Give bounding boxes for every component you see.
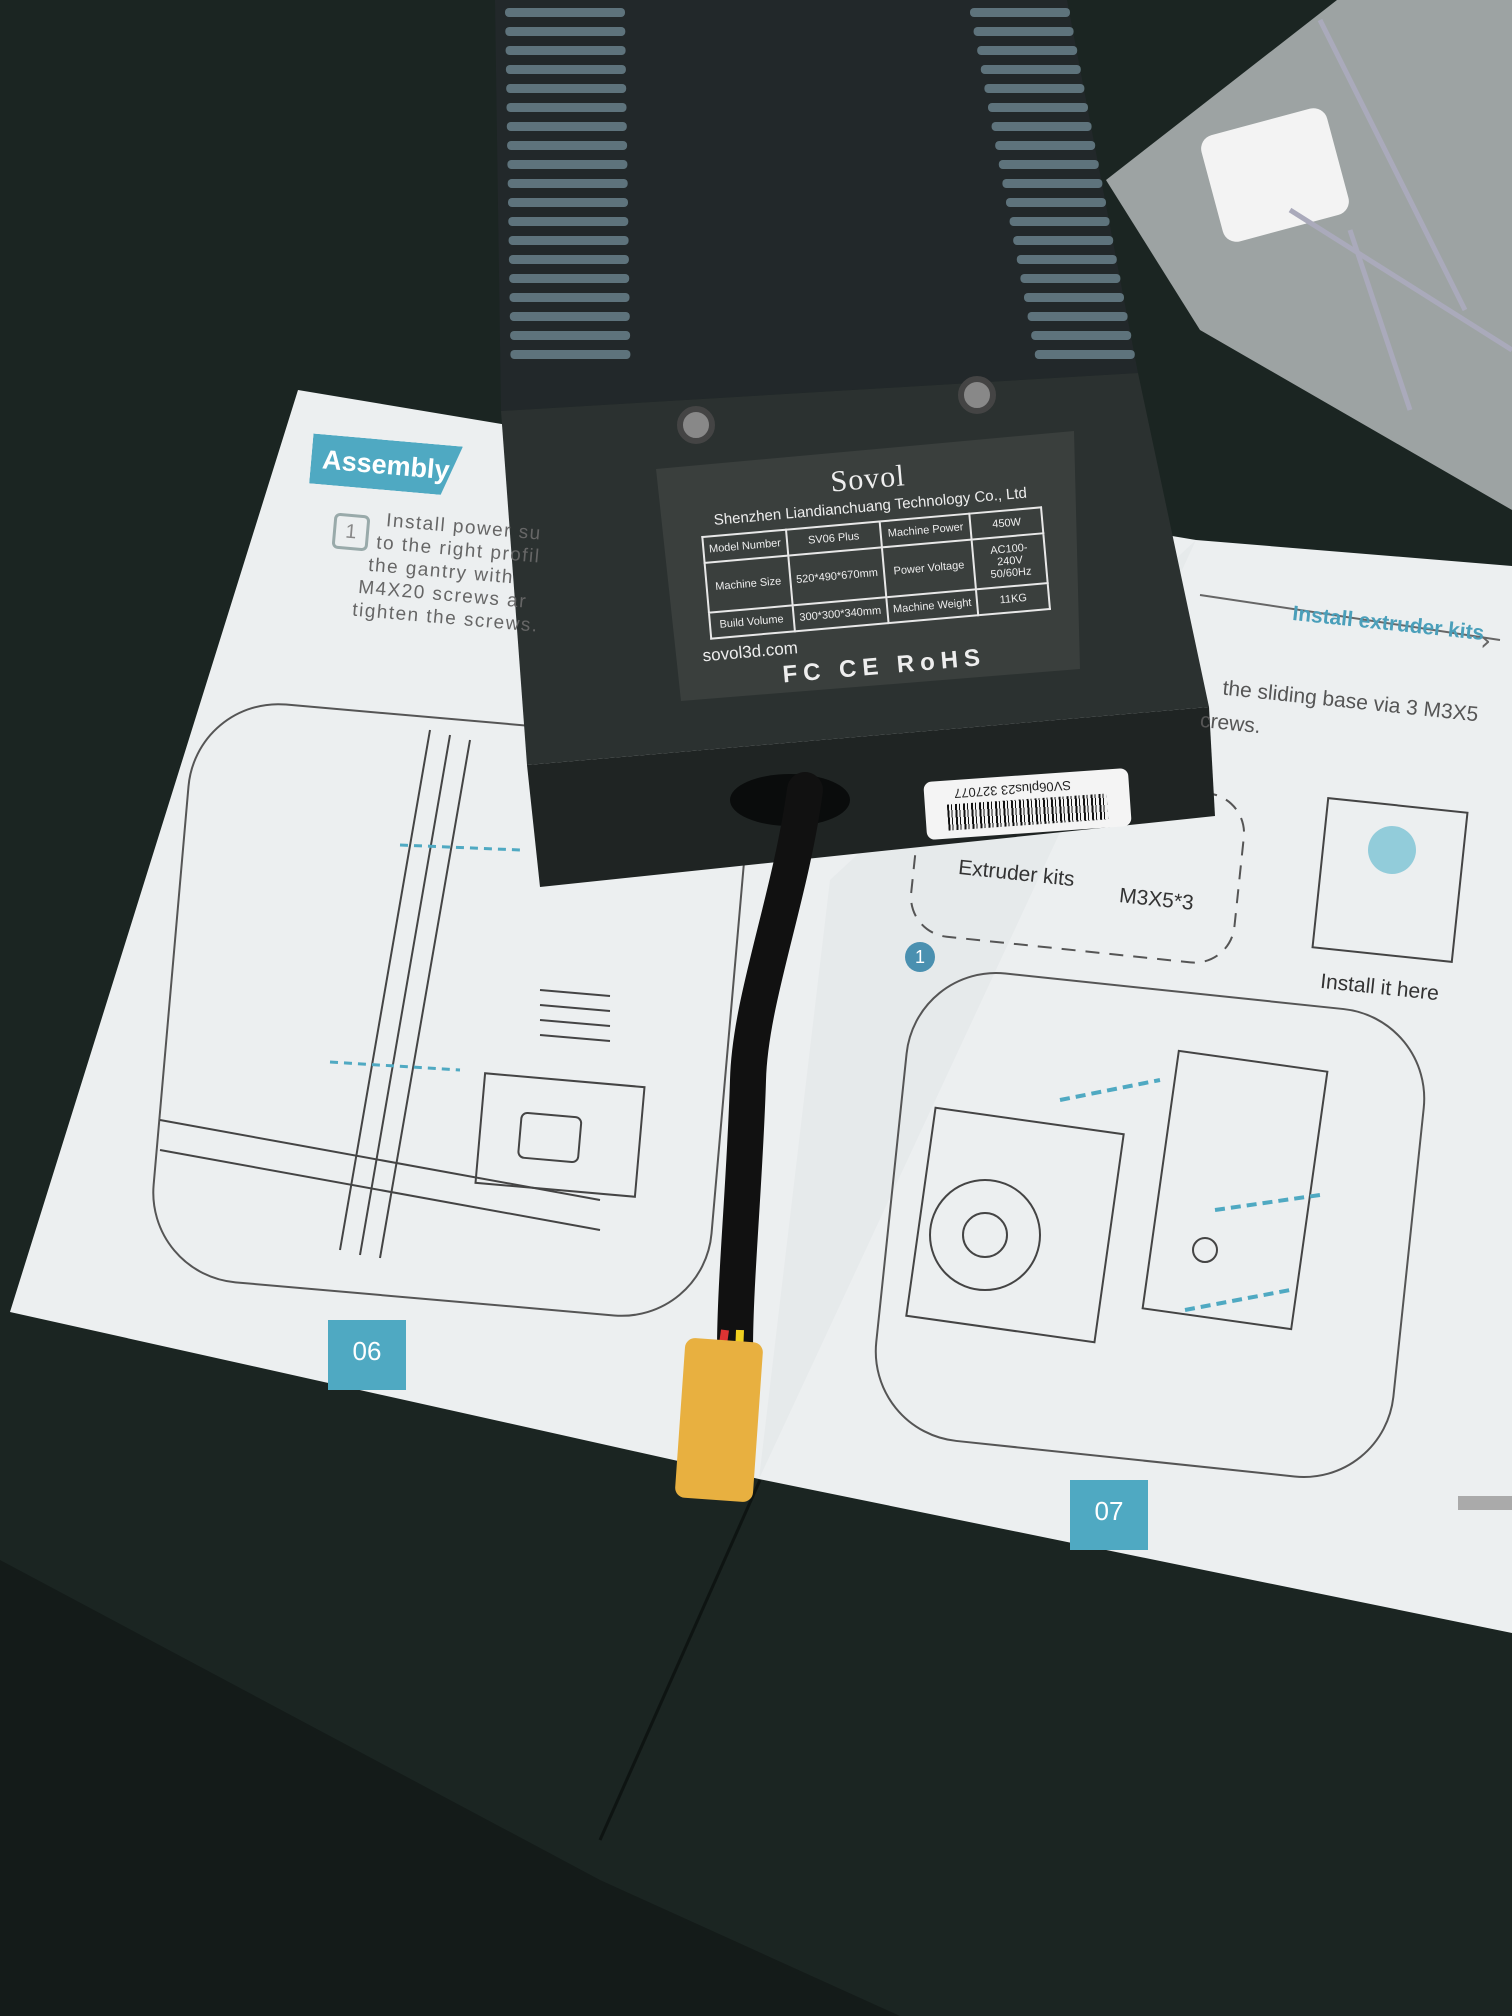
chair-shadow: [0, 1560, 900, 2016]
left-illustration-frame: [152, 703, 748, 1317]
vent-slot: [1016, 255, 1117, 264]
vent-slot: [507, 179, 628, 188]
vent-slot: [998, 160, 1099, 169]
vent-slot: [995, 141, 1096, 150]
vent-slot: [510, 331, 631, 340]
hex-key-tip: [1458, 1496, 1512, 1510]
printer-thumbnail: [1311, 796, 1469, 964]
xt60-connector: [675, 1338, 763, 1502]
vent-slot: [1002, 179, 1103, 188]
spec-value: 520*490*670mm: [788, 547, 886, 606]
vent-slot: [977, 46, 1078, 55]
vent-slot: [506, 122, 627, 131]
power-cable: [717, 772, 823, 1368]
hex-keys: [1288, 18, 1512, 411]
right-step-number: 1: [905, 942, 935, 972]
chevron-right-icon: ›: [1480, 624, 1491, 657]
vent-slot: [509, 293, 630, 302]
vent-slot: [1027, 312, 1128, 321]
vent-slot: [988, 103, 1088, 112]
extruder-arrows: [1059, 1078, 1321, 1312]
page-number-right: 07: [1070, 1480, 1148, 1550]
vent-slot: [505, 46, 626, 55]
screw-arrows: [329, 843, 521, 1072]
foam-pad: [1201, 108, 1349, 242]
vent-slot: [973, 27, 1074, 36]
vent-slot: [1024, 293, 1124, 302]
spec-key: Machine Size: [704, 555, 793, 613]
vent-slot: [1020, 274, 1121, 283]
section-rule: [1199, 594, 1501, 641]
vent-slot: [984, 84, 1085, 93]
psu-top-vented: [495, 0, 1138, 411]
psu-vents: [505, 8, 1135, 359]
gantry-drawing: [159, 729, 646, 1259]
vent-slot: [505, 8, 625, 17]
vent-slot: [508, 236, 629, 245]
spec-value: AC100-240V 50/60Hz: [971, 533, 1049, 590]
vent-slot: [506, 103, 627, 112]
psu-spec-label: Sovol Shenzhen Liandianchuang Technology…: [667, 445, 1085, 698]
table-seam: [598, 1479, 762, 1841]
vent-slot: [505, 65, 626, 74]
vent-slot: [1013, 236, 1114, 245]
vent-slot: [980, 65, 1081, 74]
left-step-text: Install power su to the right profil the…: [351, 507, 547, 638]
vent-slot: [1009, 217, 1110, 226]
vent-slot: [508, 217, 629, 226]
vent-slot: [507, 160, 628, 169]
page-number-left: 06: [328, 1320, 406, 1390]
right-illustration-frame: [874, 972, 1426, 1478]
vent-slot: [510, 350, 631, 359]
vent-slot: [1034, 350, 1135, 359]
screw-left: [677, 406, 715, 444]
screw-right: [958, 376, 996, 414]
spec-key: Power Voltage: [881, 539, 977, 598]
psu-bottom-side: [527, 707, 1215, 887]
vent-slot: [1006, 198, 1106, 207]
accessory-bag: [1106, 0, 1512, 510]
spec-value: 11KG: [976, 583, 1051, 616]
vent-slot: [509, 274, 630, 283]
psu-label-plate: [656, 431, 1080, 701]
vent-slot: [991, 122, 1092, 131]
vent-slot: [505, 27, 626, 36]
vent-slot: [508, 255, 629, 264]
extruder-drawing: [905, 1049, 1329, 1344]
vent-slot: [509, 312, 630, 321]
vent-slot: [1031, 331, 1132, 340]
vent-slot: [970, 8, 1070, 17]
vent-slot: [506, 84, 627, 93]
vent-slot: [508, 198, 628, 207]
vent-slot: [507, 141, 628, 150]
